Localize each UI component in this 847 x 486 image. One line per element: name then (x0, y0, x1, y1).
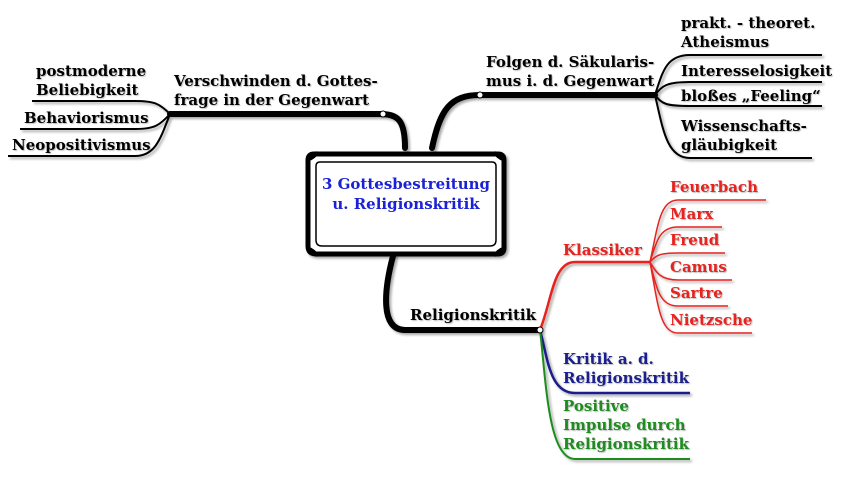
left-item-neopositivismus[interactable]: Neopositivismus (12, 136, 151, 155)
right-item-1-line-2: Atheismus (681, 33, 770, 51)
connector-kritik (538, 329, 690, 395)
left-item-3-line-1: Neopositivismus (12, 136, 151, 154)
right-branch-title[interactable]: Folgen d. Säkularis- mus i. d. Gegenwart (486, 53, 654, 91)
left-title-line-2: frage in der Gegenwart (174, 91, 370, 109)
branch-connectors (8, 54, 822, 460)
connector-right-sub-3 (654, 94, 822, 107)
positive-line-1: Positive (563, 397, 629, 415)
connector-marx (649, 226, 722, 263)
klassiker-item-6: Nietzsche (670, 311, 753, 329)
connector-right-sub-2 (654, 81, 822, 96)
right-item-2-line-1: Interesselosigkeit (681, 62, 833, 80)
right-item-wissenschaftsglaeubigkeit[interactable]: Wissenschafts- gläubigkeit (681, 117, 807, 155)
left-branch-title[interactable]: Verschwinden d. Gottes- frage in der Geg… (174, 72, 378, 110)
right-item-4-line-1: Wissenschafts- (681, 117, 807, 135)
central-line-1: 3 Gottesbestreitung (321, 175, 491, 193)
central-node[interactable]: 3 Gottesbestreitung u. Religionskritik (308, 150, 504, 254)
right-item-atheismus[interactable]: prakt. - theoret. Atheismus (681, 14, 815, 52)
positive-line-3: Religionskritik (563, 435, 689, 453)
connector-klassiker (538, 260, 650, 331)
klassiker-item-feuerbach[interactable]: Feuerbach (670, 178, 758, 197)
klassiker-item-nietzsche[interactable]: Nietzsche (670, 311, 752, 330)
central-node-text: 3 Gottesbestreitung u. Religionskritik (308, 174, 504, 214)
central-line-2: u. Religionskritik (332, 195, 480, 213)
connector-left-sub-2 (20, 113, 171, 130)
knot-bottom (536, 326, 544, 334)
klassiker-item-5: Sartre (670, 284, 723, 302)
right-item-feeling[interactable]: bloßes „Feeling“ (681, 87, 821, 106)
left-item-2-line-1: Behaviorismus (24, 109, 149, 127)
klassiker-item-camus[interactable]: Camus (670, 258, 727, 277)
kritik-node[interactable]: Kritik a. d. Religionskritik (563, 350, 689, 388)
right-item-interesselosigkeit[interactable]: Interesselosigkeit (681, 62, 832, 81)
connector-left-sub-3 (8, 113, 171, 157)
left-item-postmoderne[interactable]: postmoderne Beliebigkeit (36, 62, 146, 100)
connector-right-sub-1 (654, 54, 822, 96)
klassiker-label: Klassiker (563, 241, 642, 259)
right-item-3-line-1: bloßes „Feeling“ (681, 87, 821, 105)
bottom-title-text: Religionskritik (410, 306, 536, 324)
knot-left (379, 110, 387, 118)
connector-camus (649, 261, 732, 281)
center-frame (305, 151, 507, 257)
klassiker-node[interactable]: Klassiker (563, 241, 642, 260)
right-title-line-2: mus i. d. Gegenwart (486, 72, 655, 90)
connector-bottom-main (383, 253, 543, 333)
klassiker-item-sartre[interactable]: Sartre (670, 284, 723, 303)
klassiker-item-3: Freud (670, 231, 720, 249)
positive-node[interactable]: Positive Impulse durch Religionskritik (563, 397, 689, 454)
connector-freud (649, 252, 725, 263)
klassiker-item-4: Camus (670, 258, 727, 276)
connector-feuerbach (649, 199, 766, 263)
klassiker-item-marx[interactable]: Marx (670, 205, 713, 224)
connector-right-main (429, 92, 658, 151)
knot-right (476, 91, 484, 99)
connector-nietzsche (649, 261, 752, 334)
left-item-1-line-2: Beliebigkeit (36, 81, 139, 99)
kritik-line-2: Religionskritik (563, 369, 689, 387)
positive-line-2: Impulse durch (563, 416, 686, 434)
klassiker-item-2: Marx (670, 205, 714, 223)
right-title-line-1: Folgen d. Säkularis- (486, 53, 655, 71)
right-item-4-line-2: gläubigkeit (681, 136, 778, 154)
connector-right-sub-4 (654, 94, 812, 159)
connector-left-main (167, 111, 408, 151)
klassiker-item-1: Feuerbach (670, 178, 758, 196)
bottom-branch-title[interactable]: Religionskritik (410, 306, 536, 325)
right-item-1-line-1: prakt. - theoret. (681, 14, 816, 32)
klassiker-item-freud[interactable]: Freud (670, 231, 719, 250)
kritik-line-1: Kritik a. d. (563, 350, 654, 368)
left-item-behaviorismus[interactable]: Behaviorismus (24, 109, 149, 128)
left-title-line-1: Verschwinden d. Gottes- (174, 72, 378, 90)
left-item-1-line-1: postmoderne (36, 62, 147, 80)
connector-positive (539, 329, 690, 460)
connector-left-sub-1 (32, 100, 171, 115)
